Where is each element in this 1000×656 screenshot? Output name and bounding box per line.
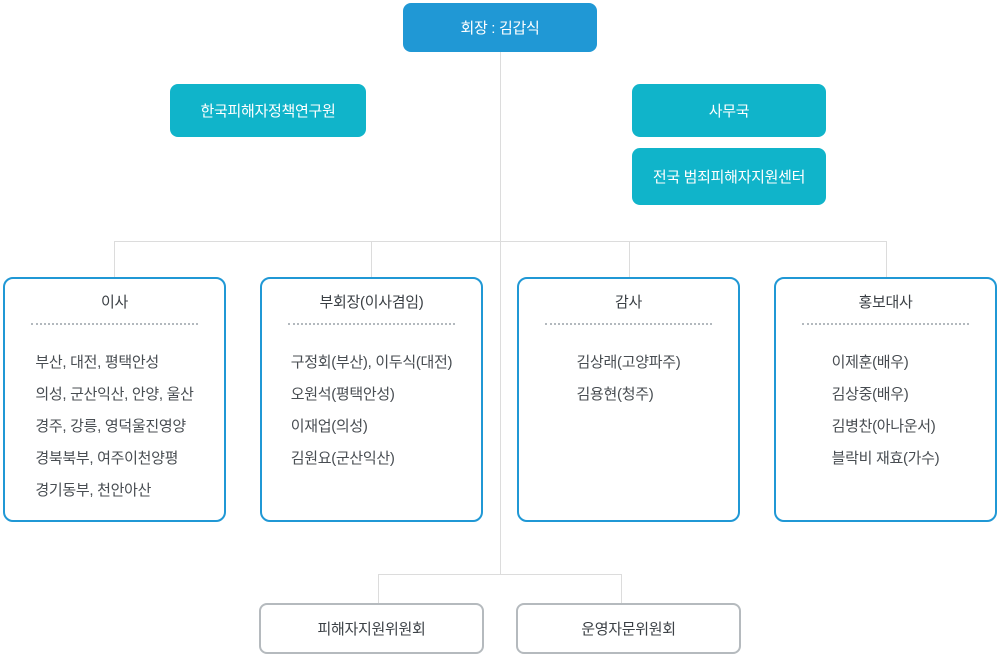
dept-directors-box: 이사 부산, 대전, 평택안성 의성, 군산익산, 안양, 울산 경주, 강릉,… bbox=[3, 277, 226, 522]
committee-victim-support-label: 피해자지원위원회 bbox=[317, 621, 426, 638]
dept-ambassador-list: 이제훈(배우) 김상중(배우) 김병찬(아나운서) 블락비 재효(가수) bbox=[832, 347, 940, 475]
connector-center-vertical bbox=[500, 52, 501, 574]
research-office-label: 한국피해자정책연구원 bbox=[200, 103, 336, 120]
committee-operations-advisory-label: 운영자문위원회 bbox=[581, 621, 676, 638]
list-item: 의성, 군산익산, 안양, 울산 bbox=[35, 386, 194, 403]
dept-auditor-title: 감사 bbox=[614, 294, 642, 311]
list-item: 김병찬(아나운서) bbox=[831, 418, 936, 435]
list-item: 이제훈(배우) bbox=[831, 354, 909, 371]
connector-drop-dept-3 bbox=[629, 241, 630, 277]
dept-ambassador-box: 홍보대사 이제훈(배우) 김상중(배우) 김병찬(아나운서) 블락비 재효(가수… bbox=[774, 277, 997, 522]
list-item: 구정회(부산), 이두식(대전) bbox=[290, 354, 453, 371]
dept-auditor-box: 감사 김상래(고양파주) 김용현(청주) bbox=[517, 277, 740, 522]
list-item: 경기동부, 천안아산 bbox=[35, 482, 152, 499]
dotted-divider bbox=[802, 323, 969, 325]
dotted-divider bbox=[31, 323, 198, 325]
connector-drop-committee-2 bbox=[621, 574, 622, 603]
support-center-label: 전국 범죄피해자지원센터 bbox=[652, 169, 806, 186]
connector-lower-horizontal bbox=[378, 574, 622, 575]
list-item: 경북북부, 여주이천양평 bbox=[35, 450, 179, 467]
committee-victim-support-box: 피해자지원위원회 bbox=[259, 603, 484, 654]
list-item: 블락비 재효(가수) bbox=[831, 450, 940, 467]
list-item: 김원요(군산익산) bbox=[290, 450, 395, 467]
dept-directors-title: 이사 bbox=[100, 294, 128, 311]
list-item: 이재업(의성) bbox=[290, 418, 368, 435]
list-item: 오원석(평택안성) bbox=[290, 386, 395, 403]
connector-drop-committee-1 bbox=[378, 574, 379, 603]
dept-vice-chairman-title: 부회장(이사겸임) bbox=[319, 294, 424, 311]
dept-ambassador-title: 홍보대사 bbox=[858, 294, 913, 311]
dotted-divider bbox=[545, 323, 712, 325]
dept-vice-chairman-box: 부회장(이사겸임) 구정회(부산), 이두식(대전) 오원석(평택안성) 이재업… bbox=[260, 277, 483, 522]
connector-drop-dept-1 bbox=[114, 241, 115, 277]
list-item: 김상중(배우) bbox=[831, 386, 909, 403]
list-item: 김용현(청주) bbox=[576, 386, 654, 403]
dept-directors-list: 부산, 대전, 평택안성 의성, 군산익산, 안양, 울산 경주, 강릉, 영덕… bbox=[35, 347, 194, 507]
secretariat-label: 사무국 bbox=[708, 103, 750, 120]
secretariat-box: 사무국 bbox=[632, 84, 826, 137]
list-item: 부산, 대전, 평택안성 bbox=[35, 354, 159, 371]
research-office-box: 한국피해자정책연구원 bbox=[170, 84, 366, 137]
committee-operations-advisory-box: 운영자문위원회 bbox=[516, 603, 741, 654]
chairman-box: 회장 : 김갑식 bbox=[403, 3, 597, 52]
connector-drop-dept-4 bbox=[886, 241, 887, 277]
chairman-label: 회장 : 김갑식 bbox=[460, 20, 540, 37]
list-item: 김상래(고양파주) bbox=[576, 354, 681, 371]
dept-vice-chairman-list: 구정회(부산), 이두식(대전) 오원석(평택안성) 이재업(의성) 김원요(군… bbox=[291, 347, 453, 475]
connector-upper-horizontal bbox=[114, 241, 886, 242]
dept-auditor-list: 김상래(고양파주) 김용현(청주) bbox=[577, 347, 681, 411]
dotted-divider bbox=[288, 323, 455, 325]
support-center-box: 전국 범죄피해자지원센터 bbox=[632, 148, 826, 205]
list-item: 경주, 강릉, 영덕울진영양 bbox=[35, 418, 186, 435]
connector-drop-dept-2 bbox=[371, 241, 372, 277]
